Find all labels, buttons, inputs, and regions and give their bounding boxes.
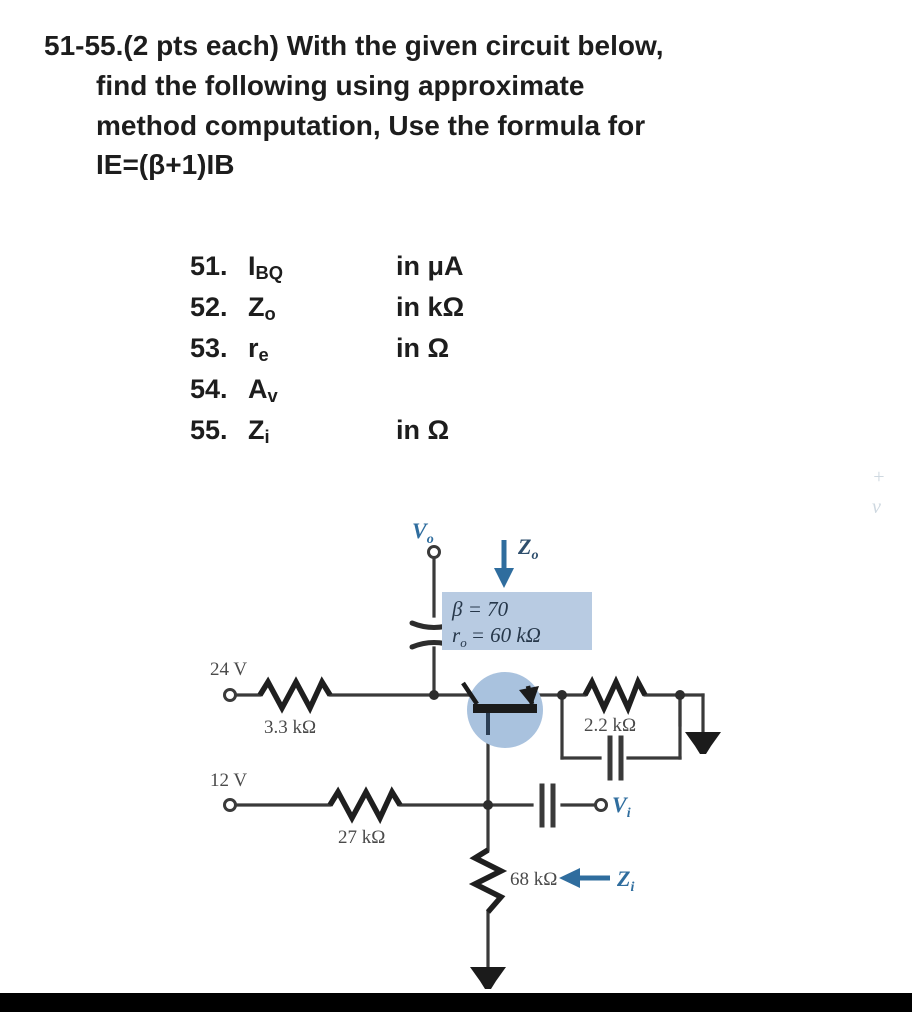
item-number: 51.	[190, 251, 228, 281]
item-symbol: re	[248, 333, 269, 366]
question-line-3: method computation, Use the formula for	[96, 109, 646, 141]
item-symbol: IBQ	[248, 251, 284, 284]
resistor-r68	[468, 847, 508, 914]
artifact-mark-2: v	[872, 496, 881, 518]
label-rc: 3.3 kΩ	[264, 717, 316, 738]
item-unit: in Ω	[396, 333, 450, 363]
ground-icon-right	[685, 732, 721, 754]
label-zi: Zi	[616, 866, 634, 895]
item-number: 52.	[190, 292, 228, 322]
terminal-vo	[427, 545, 441, 559]
item-symbol: Av	[248, 374, 278, 407]
label-vo: Vo	[412, 520, 434, 547]
zi-arrow-icon	[559, 868, 610, 888]
item-unit: in Ω	[396, 415, 450, 445]
item-unit: in μA	[396, 251, 464, 281]
list-item: 53. re in Ω	[190, 333, 464, 374]
item-symbol: Zi	[248, 415, 270, 448]
question-line-2: find the following using approximate	[96, 69, 585, 101]
junction-collector	[429, 690, 439, 700]
list-item: 55. Zi in Ω	[190, 415, 464, 456]
zo-arrow-icon	[494, 540, 514, 588]
page-edge-artifact: + v	[872, 462, 912, 572]
item-number: 54.	[190, 374, 228, 404]
list-item: 54. Av	[190, 374, 464, 415]
item-number: 53.	[190, 333, 228, 363]
terminal-24v	[223, 688, 237, 702]
artifact-mark-1: +	[872, 466, 886, 488]
resistor-rb	[327, 786, 403, 825]
terminal-vi	[594, 798, 608, 812]
transistor-emitter-arrow	[519, 686, 539, 706]
junction-emitter	[483, 800, 493, 810]
label-zo: Zo	[517, 534, 538, 563]
terminal-12v	[223, 798, 237, 812]
item-unit: in kΩ	[396, 292, 465, 322]
label-ro: ro= 60 kΩ	[452, 623, 541, 650]
transistor-base-bar	[473, 704, 537, 713]
junction-r22-right	[675, 690, 685, 700]
label-24v: 24 V	[210, 659, 247, 680]
list-item: 52. Zo in kΩ	[190, 292, 464, 333]
label-vi: Vi	[612, 792, 631, 821]
question-line-1: 51-55.(2 pts each) With the given circui…	[44, 30, 664, 61]
list-item: 51. IBQ in μA	[190, 251, 464, 292]
junction-r22-left	[557, 690, 567, 700]
label-beta: β = 70	[451, 597, 509, 621]
circuit-diagram: Vo Zo β = 70 ro= 60 kΩ 24 V 12 V 3.3 kΩ …	[180, 520, 740, 990]
sub-question-list: 51. IBQ in μA 52. Zo in kΩ 53. re in Ω 5…	[190, 251, 464, 456]
ground-icon-bottom	[470, 967, 506, 989]
resistor-r22	[582, 675, 648, 716]
label-12v: 12 V	[210, 770, 247, 791]
question-line-4: IE=(β+1)IB	[96, 149, 235, 181]
label-rb: 27 kΩ	[338, 827, 385, 848]
item-symbol: Zo	[248, 292, 276, 325]
label-r68: 68 kΩ	[510, 869, 557, 890]
bottom-black-bar	[0, 993, 912, 1012]
item-number: 55.	[190, 415, 228, 445]
question-block: 51-55.(2 pts each) With the given circui…	[44, 26, 874, 185]
transistor-parameter-box	[442, 592, 592, 650]
transistor-lead-left	[461, 681, 479, 706]
label-r22: 2.2 kΩ	[584, 715, 636, 736]
resistor-rc	[257, 676, 333, 715]
